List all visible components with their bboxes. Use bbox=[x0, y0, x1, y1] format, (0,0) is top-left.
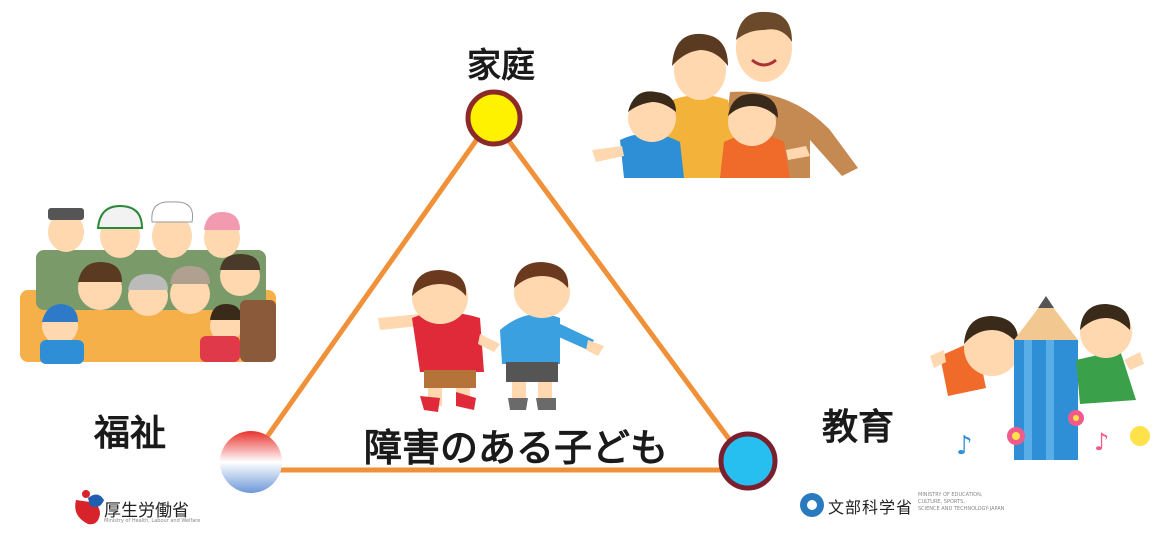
svg-text:♪: ♪ bbox=[956, 431, 973, 461]
mext-name: 文部科学省 bbox=[828, 498, 914, 517]
family-label: 家庭 bbox=[467, 46, 535, 86]
education-node bbox=[718, 431, 778, 491]
svg-text:♪: ♪ bbox=[1094, 428, 1109, 456]
family-illustration bbox=[592, 11, 858, 178]
welfare-label: 福祉 bbox=[94, 413, 167, 454]
education-label: 教育 bbox=[822, 407, 895, 448]
mext-subtitle-2: CULTURE, SPORTS, bbox=[918, 499, 965, 505]
edge-family-welfare bbox=[247, 116, 495, 463]
mhlw-logo-mark bbox=[75, 490, 104, 525]
center-label: 障害のある子ども bbox=[364, 426, 669, 470]
triangle-edges bbox=[247, 116, 749, 473]
welfare-illustration bbox=[20, 201, 276, 364]
education-illustration: ♪ ♪ bbox=[930, 296, 1150, 461]
mext-logo-mark bbox=[800, 493, 824, 517]
children-illustration bbox=[378, 262, 604, 412]
welfare-node bbox=[220, 431, 282, 493]
edge-family-education bbox=[489, 116, 749, 464]
mhlw-subtitle: Ministry of Health, Labour and Welfare bbox=[104, 518, 201, 524]
mext-subtitle-3: SCIENCE AND TECHNOLOGY-JAPAN bbox=[918, 506, 1005, 512]
family-node bbox=[465, 89, 523, 147]
mext-subtitle-1: MINISTRY OF EDUCATION, bbox=[918, 492, 983, 498]
mhlw-name: 厚生労働省 bbox=[104, 501, 189, 521]
